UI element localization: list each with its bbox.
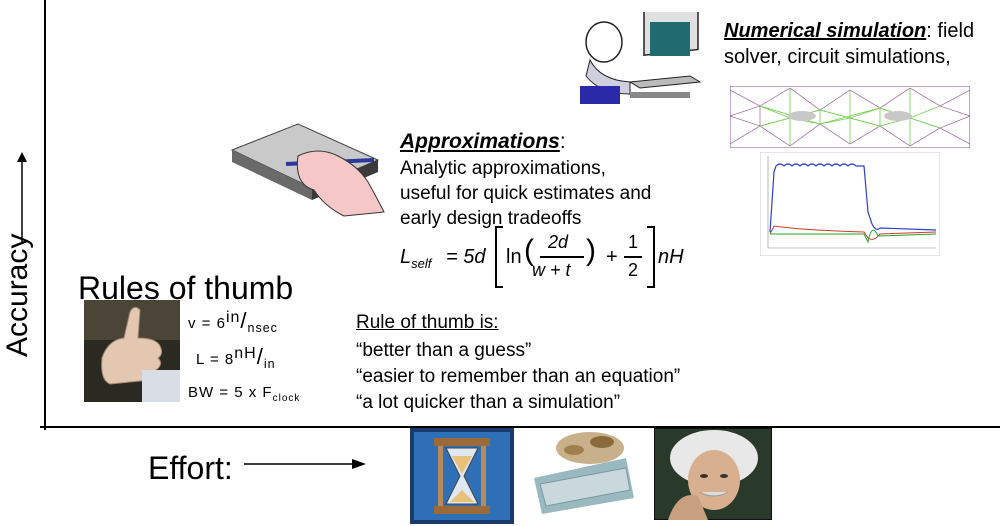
approx-line-3: early design tradeoffs <box>400 208 582 229</box>
eq-unit: nH <box>658 246 684 268</box>
accuracy-label: Accuracy <box>1 233 34 357</box>
approximations-title-suffix: : <box>559 130 566 153</box>
numerical-title-suffix: : field <box>926 20 975 42</box>
numerical-title-text: Numerical simulation <box>724 20 927 42</box>
approximations-title-text: Approximations <box>400 130 560 153</box>
money-image <box>530 428 634 514</box>
formula-l-num: nH <box>234 345 257 362</box>
formula-bw-sub: clock <box>272 393 301 404</box>
thumbs-up-photo <box>84 300 180 402</box>
einstein-portrait-image <box>654 428 772 520</box>
eq-l: L <box>400 246 412 268</box>
left-bracket <box>495 226 503 288</box>
eq-paren-close: ) <box>586 234 596 267</box>
eq-frac1-den: w + t <box>532 260 571 280</box>
eq-frac2-num: 1 <box>628 232 639 252</box>
formula-l-lhs: L = 8 <box>196 351 235 368</box>
formula-v-lhs: v = 6 <box>188 315 226 332</box>
approximations-body: Analytic approximations, useful for quic… <box>400 156 651 231</box>
formula-inductance: L = 8nH/in <box>196 344 276 371</box>
eq-coeff: = 5d <box>446 246 486 268</box>
circuit-simulation-plot <box>760 152 940 256</box>
approx-line-2: useful for quick estimates and <box>400 183 652 204</box>
eq-frac1-bar <box>540 256 584 258</box>
approx-line-1: Analytic approximations, <box>400 158 606 179</box>
hourglass-image <box>410 428 514 524</box>
accuracy-arrow-icon <box>17 152 27 242</box>
x-axis-line <box>40 426 1000 428</box>
equation-lhs: Lself <box>400 246 431 271</box>
formula-l-den: in <box>263 357 276 371</box>
rule-line-2: “easier to remember than an equation” <box>356 366 681 387</box>
formula-bandwidth: BW = 5 x Fclock <box>188 384 300 404</box>
effort-arrow-icon <box>244 459 366 469</box>
numerical-simulation-title: Numerical simulation: field solver, circ… <box>724 18 974 70</box>
field-solver-mesh-image <box>730 86 970 148</box>
formula-v-num: in <box>225 309 241 326</box>
formula-v-den: nsec <box>247 321 278 335</box>
eq-plus: + <box>606 246 618 268</box>
computer-user-illustration <box>580 12 702 104</box>
eq-frac2-den: 2 <box>628 260 639 280</box>
rule-line-1: “better than a guess” <box>356 340 532 361</box>
numerical-line-2: solver, circuit simulations, <box>724 46 951 68</box>
eq-frac2-bar <box>624 256 642 258</box>
approximations-title: Approximations: <box>400 130 566 154</box>
eq-l-sub: self <box>411 256 432 271</box>
eq-paren-open: ( <box>524 234 534 267</box>
hand-writing-illustration <box>230 123 385 217</box>
equation-eq: = 5d <box>446 246 485 269</box>
formula-velocity: v = 6in/nsec <box>188 308 278 335</box>
right-bracket <box>647 226 655 288</box>
y-axis-line <box>44 0 46 430</box>
eq-frac1-num: 2d <box>548 232 569 252</box>
rule-line-3: “a lot quicker than a simulation” <box>356 392 621 413</box>
rule-of-thumb-heading: Rule of thumb is: <box>356 312 499 333</box>
effort-label: Effort: <box>148 450 233 486</box>
eq-ln: ln <box>506 246 522 268</box>
formula-bw-lhs: BW = 5 x F <box>188 384 273 401</box>
